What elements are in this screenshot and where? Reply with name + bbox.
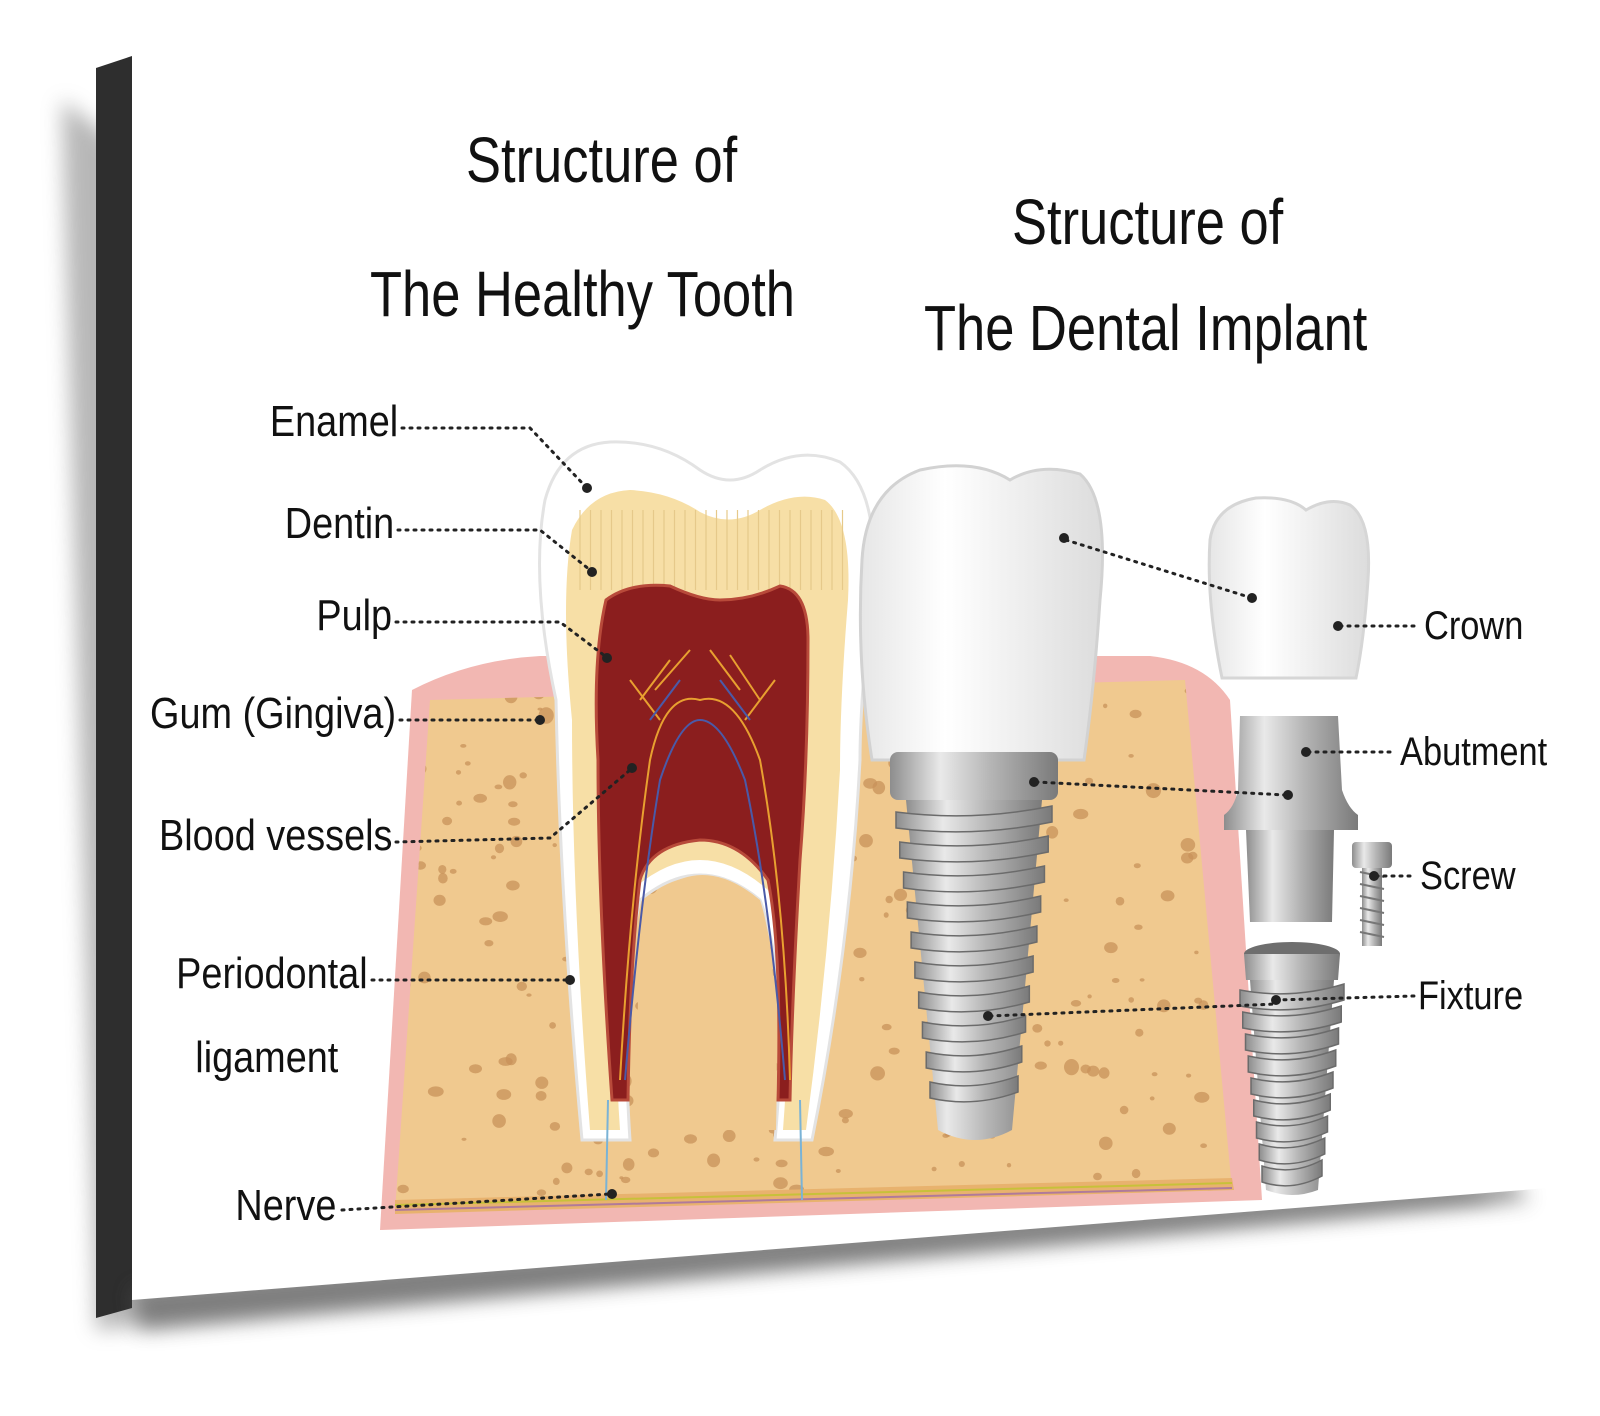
label-gum: Gum (Gingiva) [150, 692, 396, 736]
label-screw: Screw [1420, 856, 1516, 896]
abutment-part [1224, 716, 1358, 830]
label-dentin: Dentin [285, 502, 394, 546]
label-periodontal-line2: ligament [195, 1036, 338, 1080]
label-crown: Crown [1424, 606, 1523, 646]
frame-side-edge [96, 56, 132, 1318]
healthy-tooth [540, 442, 874, 1200]
label-abutment: Abutment [1400, 732, 1547, 772]
implant-collar [890, 752, 1058, 800]
title-implant-line2: The Dental Implant [924, 296, 1367, 360]
title-implant-line1: Structure of [1012, 190, 1283, 254]
title-tooth-line2: The Healthy Tooth [370, 262, 795, 326]
title-tooth-line1: Structure of [466, 128, 737, 192]
implant-crown [860, 466, 1102, 760]
label-enamel: Enamel [270, 400, 398, 444]
label-nerve: Nerve [235, 1184, 336, 1228]
dentin-inner-arch [638, 875, 777, 1130]
label-blood-vessels: Blood vessels [159, 814, 392, 858]
label-pulp: Pulp [316, 594, 392, 638]
crown-part [1209, 498, 1368, 678]
label-fixture: Fixture [1418, 976, 1523, 1016]
label-periodontal-line1: Periodontal [177, 952, 368, 996]
